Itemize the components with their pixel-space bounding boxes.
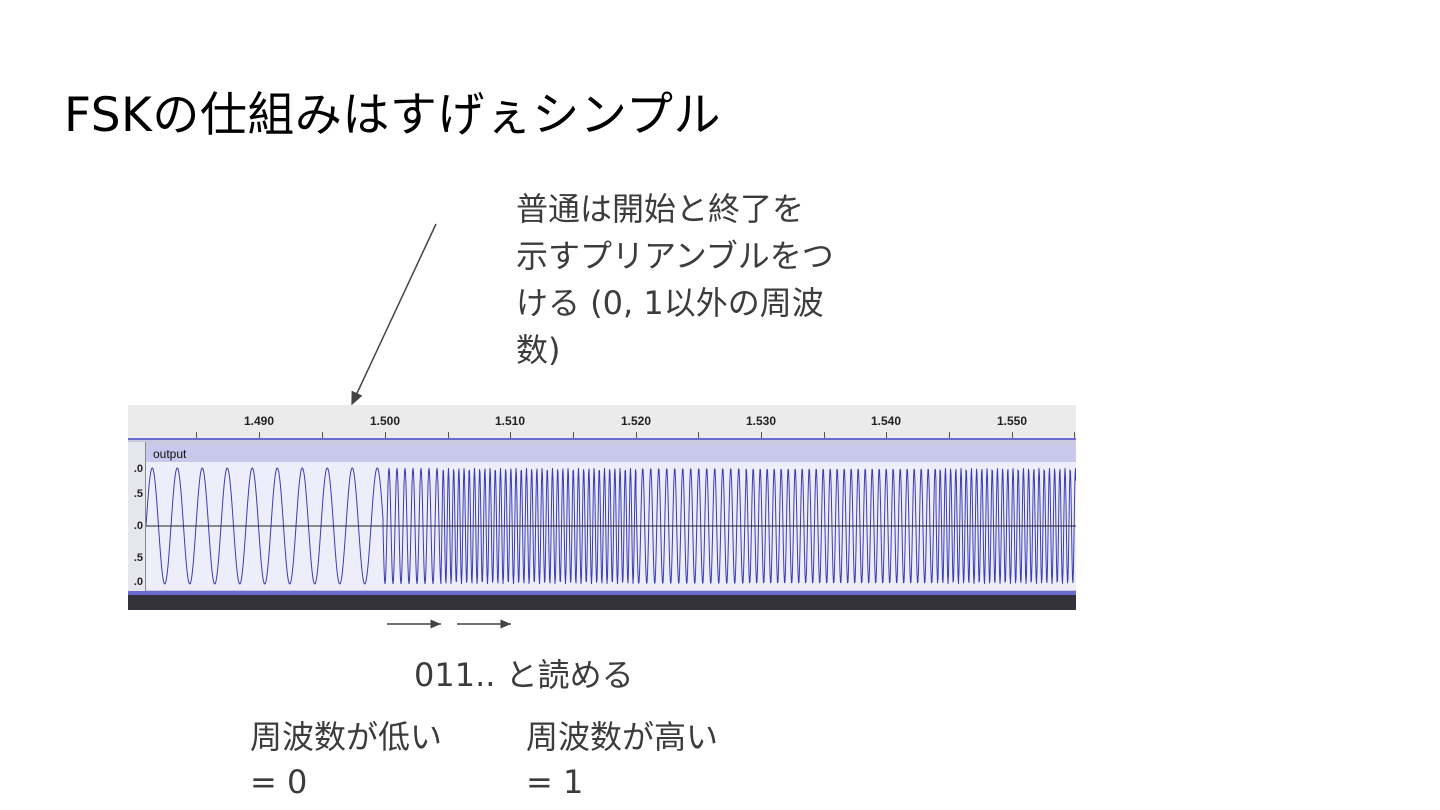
note-line: 示すプリアンブルをつ [516,237,834,275]
ruler-label: 1.500 [369,414,401,428]
amplitude-label: .0 [133,520,143,532]
ruler-label: 1.540 [870,414,902,428]
ruler-tick [1012,432,1013,438]
high-frequency-value: = 1 [526,763,584,801]
note-line: 数) [516,331,561,369]
ruler-label: 1.510 [494,414,526,428]
ruler-tick [636,432,637,438]
low-frequency-value: = 0 [250,763,308,801]
amplitude-label: .5 [133,488,143,500]
timeline-ruler[interactable]: 1.490 1.500 1.510 1.520 1.530 1.540 1.55… [128,405,1076,440]
amplitude-label: .5 [133,552,143,564]
preamble-note: 普通は開始と終了を 示すプリアンブルをつ ける (0, 1以外の周波 数) [516,186,856,374]
note-line: 普通は開始と終了を [516,190,805,228]
amplitude-label: .0 [133,463,143,475]
ruler-tick [510,432,511,438]
read-as-label: 011.. と読める [414,656,634,694]
ruler-tick [573,432,574,438]
ruler-tick [949,432,950,438]
slide-title: FSKの仕組みはすげぇシンプル [64,88,721,143]
ruler-tick [322,432,323,438]
ruler-tick [448,432,449,438]
low-frequency-label: 周波数が低い = 0 [250,715,442,805]
high-frequency-label: 周波数が高い = 1 [526,715,718,805]
track-name: output [153,447,187,461]
track-bottom-band [128,595,1076,610]
ruler-tick [259,432,260,438]
note-line: ける (0, 1以外の周波 [516,284,824,322]
amplitude-label: .0 [133,576,143,588]
ruler-label: 1.520 [620,414,652,428]
amplitude-scale: .0 .5 .0 .5 .0 [128,442,146,595]
ruler-label: 1.550 [996,414,1028,428]
ruler-tick [824,432,825,438]
track-header[interactable] [146,445,1076,462]
low-frequency-text: 周波数が低い [250,718,443,756]
ruler-tick [698,432,699,438]
ruler-tick [385,432,386,438]
waveform-plot[interactable] [146,462,1076,590]
ruler-tick [761,432,762,438]
audacity-waveform-view[interactable]: 1.490 1.500 1.510 1.520 1.530 1.540 1.55… [128,405,1076,610]
ruler-tick [1074,432,1075,438]
ruler-label: 1.490 [243,414,275,428]
high-frequency-text: 周波数が高い [526,718,719,756]
ruler-tick [196,432,197,438]
track-bottom-border [128,591,1076,595]
ruler-label: 1.530 [745,414,777,428]
waveform-signal [146,467,1076,585]
ruler-tick [886,432,887,438]
